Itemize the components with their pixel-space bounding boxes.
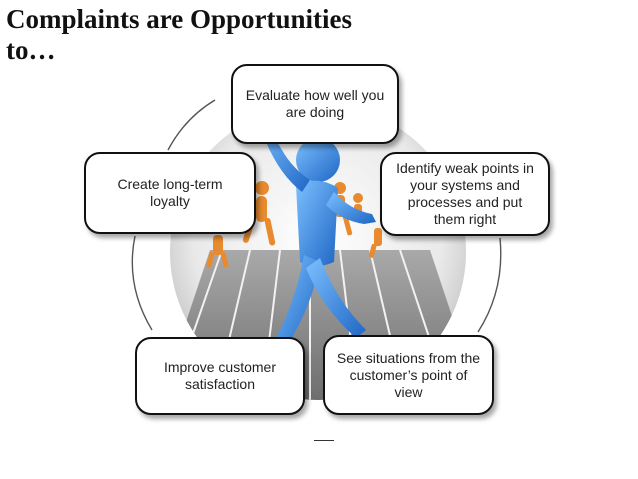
step-create-text: Create long-term loyalty: [117, 176, 223, 209]
step-see-box: See situations from the customer’s point…: [323, 335, 494, 415]
step-see-text: See situations from the customer’s point…: [336, 349, 481, 400]
connector-arc-identify-see: [477, 237, 502, 333]
slide-title: Complaints are Opportunities to…: [6, 4, 426, 66]
step-evaluate-box: Evaluate how well you are doing: [231, 64, 399, 144]
stray-dash-mark: [314, 440, 334, 441]
step-improve-box: Improve customer satisfaction: [135, 337, 305, 415]
runner-blue-leader: [258, 124, 376, 344]
runner-orange-5: [368, 228, 382, 258]
step-identify-text: Identify weak points in your systems and…: [396, 160, 534, 227]
slide-title-line-1: Complaints are Opportunities: [6, 4, 353, 34]
connector-arc-improve-create: [131, 235, 153, 331]
slide-title-line-2: to…: [6, 35, 56, 65]
step-improve-text: Improve customer satisfaction: [163, 359, 277, 392]
connector-arc-create-evaluate: [167, 99, 216, 151]
step-identify-box: Identify weak points in your systems and…: [380, 152, 550, 236]
step-create-box: Create long-term loyalty: [84, 152, 256, 234]
cycle-connectors: [131, 99, 502, 333]
step-evaluate-text: Evaluate how well you are doing: [245, 87, 385, 120]
